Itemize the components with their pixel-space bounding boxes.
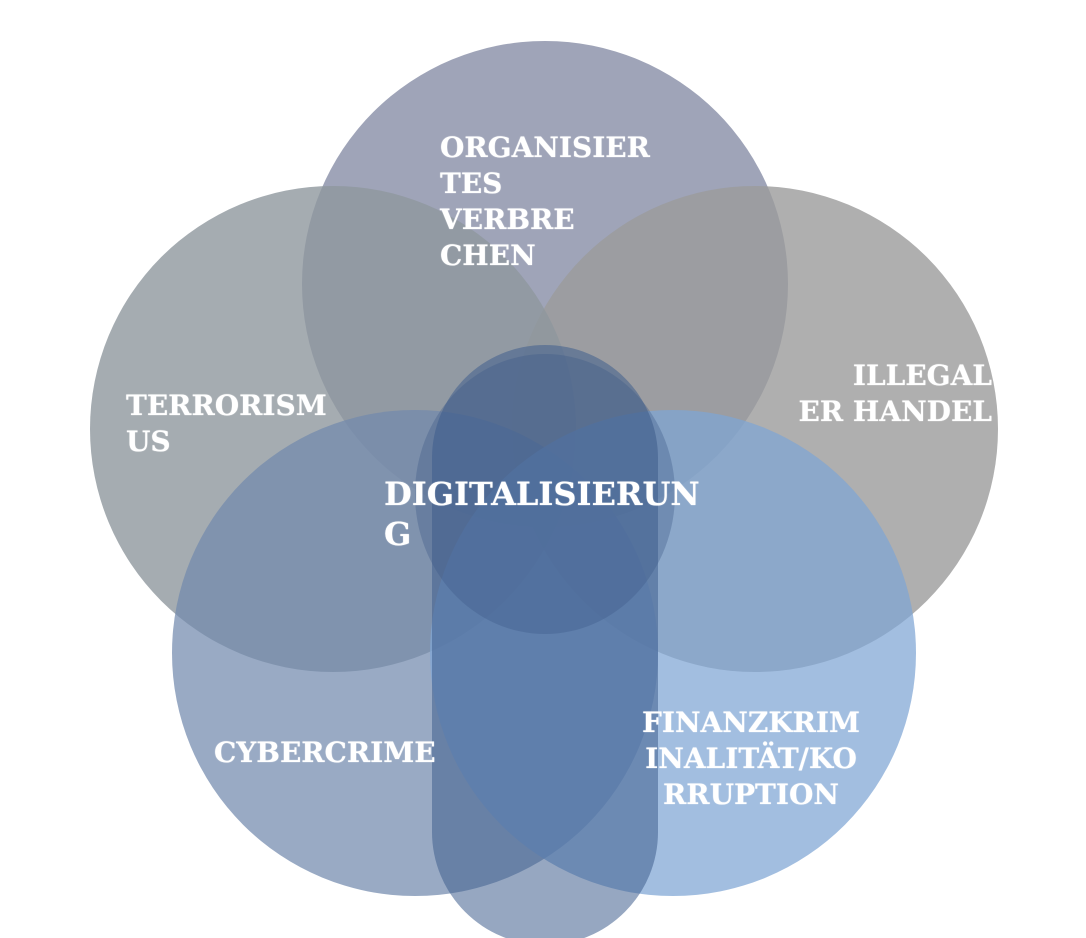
center-core — [415, 354, 675, 634]
center-shape-digitalisierung — [432, 345, 658, 938]
label-terrorismus: TERRORISM US — [126, 389, 327, 458]
label-illegaler-handel: ILLEGAL ER HANDEL — [798, 359, 992, 428]
label-organisiertes-verbrechen: ORGANISIER TES VERBRE CHEN — [440, 131, 650, 272]
label-cybercrime: CYBERCRIME — [214, 736, 436, 769]
label-digitalisierung: DIGITALISIERUN G — [384, 475, 700, 553]
label-finanzkriminalitaet: FINANZKRIM INALITÄT/KO RRUPTION — [641, 706, 861, 811]
